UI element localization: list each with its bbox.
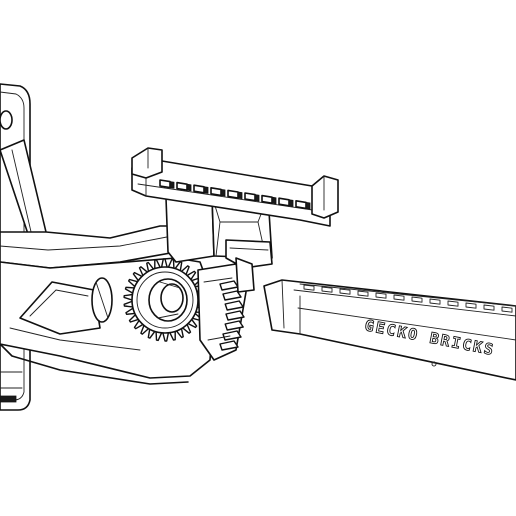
bar-stud [176, 181, 188, 191]
slide-column [165, 195, 273, 293]
bar-stud [295, 200, 307, 210]
bar-stud-shadow [237, 191, 243, 200]
bar-stud [278, 197, 290, 207]
bar-stud-shadow [288, 199, 294, 207]
bar-stud [193, 184, 205, 194]
bar-stud-shadow [305, 201, 311, 210]
rack-segment [197, 263, 247, 361]
rack-tooth [501, 306, 513, 313]
pinion-gear [123, 258, 207, 342]
bar-stud-shadow [203, 186, 209, 194]
rack-tooth [411, 296, 423, 303]
bar-stud-shadow [186, 183, 192, 192]
rack-tooth [375, 292, 387, 299]
bar-stud-shadow [271, 196, 277, 205]
rack-tooth [321, 286, 333, 293]
bar-stud [227, 189, 239, 199]
rack-tooth [303, 284, 315, 291]
bar-stud [261, 194, 273, 204]
bar-stud-shadow [254, 194, 260, 202]
bar-stud [159, 179, 171, 189]
top-gripper-bar [131, 147, 339, 227]
rack-bar: GECKO BRICKS [263, 279, 516, 381]
bar-stud [210, 187, 222, 197]
bar-stud-shadow [220, 188, 226, 197]
rack-tooth [357, 290, 369, 297]
rack-tooth [447, 300, 459, 307]
rack-tooth [483, 304, 495, 311]
bar-stud-shadow [169, 181, 175, 189]
rack-tooth [339, 288, 351, 295]
rack-tooth [393, 294, 405, 301]
rack-tooth [465, 302, 477, 309]
bar-stud [244, 192, 256, 202]
rack-tooth [429, 298, 441, 305]
